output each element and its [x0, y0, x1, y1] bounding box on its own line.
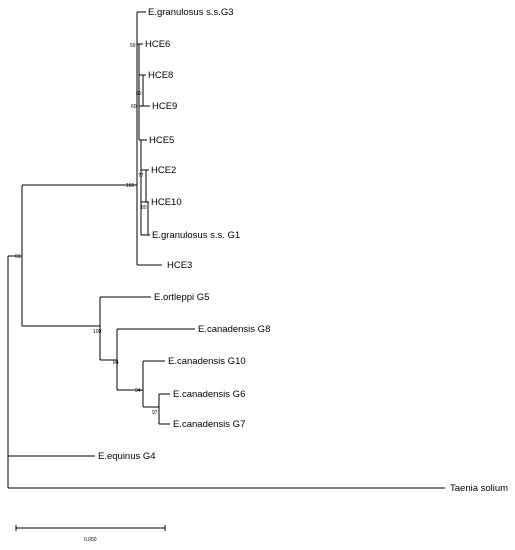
bootstrap-label: 100	[93, 329, 102, 335]
taxon-label-canadensis-g10: E.canadensis G10	[168, 356, 246, 367]
taxon-label-hce3: HCE3	[167, 260, 192, 271]
bootstrap-label: 65	[136, 91, 142, 97]
bootstrap-label: 61	[15, 254, 21, 260]
taxon-label-granulosus-g3: E.granulosus s.s.G3	[148, 7, 234, 18]
bootstrap-label: 84	[113, 360, 119, 366]
bootstrap-labels: 59 65 60 77 80 100 61 100 84 94 97	[15, 43, 158, 416]
bootstrap-label: 100	[126, 183, 135, 189]
taxon-label-canadensis-g6: E.canadensis G6	[173, 389, 245, 400]
tree-branches	[7, 11, 445, 489]
taxon-label-taenia-solium: Taenia solium	[450, 483, 508, 494]
taxon-label-hce6: HCE6	[145, 39, 170, 50]
taxon-label-hce9: HCE9	[152, 101, 177, 112]
taxon-label-hce8: HCE8	[148, 70, 173, 81]
bootstrap-label: 94	[135, 388, 141, 394]
scale-bar: 0.050	[15, 525, 166, 543]
taxon-label-hce5: HCE5	[149, 135, 174, 146]
scale-bar-label: 0.050	[84, 537, 97, 543]
taxon-label-hce2: HCE2	[151, 165, 176, 176]
taxon-label-hce10: HCE10	[151, 197, 182, 208]
taxon-label-canadensis-g8: E.canadensis G8	[198, 324, 270, 335]
taxon-label-granulosus-g1: E.granulosus s.s. G1	[152, 230, 240, 241]
taxon-label-canadensis-g7: E.canadensis G7	[173, 419, 245, 430]
taxon-labels: E.granulosus s.s.G3 HCE6 HCE8 HCE9 HCE5 …	[98, 7, 508, 494]
bootstrap-label: 97	[152, 410, 158, 416]
taxon-label-equinus-g4: E.equinus G4	[98, 451, 156, 462]
bootstrap-label: 60	[131, 104, 137, 110]
taxon-label-ortleppi-g5: E.ortleppi G5	[154, 292, 209, 303]
bootstrap-label: 80	[141, 205, 147, 211]
bootstrap-label: 77	[138, 173, 144, 179]
bootstrap-label: 59	[130, 43, 136, 49]
